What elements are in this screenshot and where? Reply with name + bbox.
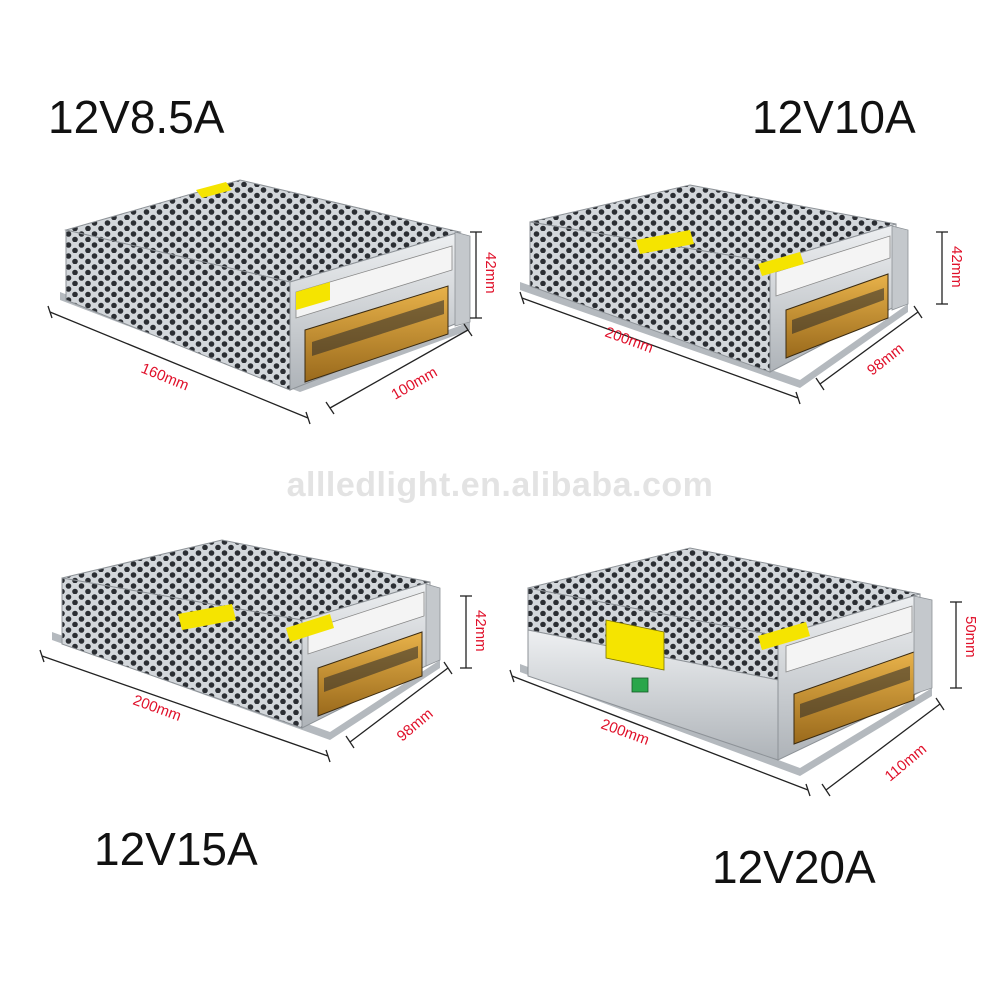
power-supply-unit-4 [520,547,933,776]
dimension-lines-unit-4 [509,601,962,797]
model-title-12v20a: 12V20A [712,841,876,893]
length-label-unit-1: 160mm [139,360,192,395]
width-label-unit-3: 98mm [394,705,437,745]
dimension-lines-unit-1 [47,231,482,425]
height-label-unit-3: 42mm [472,610,489,652]
width-label-unit-2: 98mm [864,340,907,379]
height-label-unit-1: 42mm [482,252,499,294]
power-supply-unit-3 [52,539,441,740]
watermark-text: allledlight.en.alibaba.com [286,466,714,504]
model-title-12v15a: 12V15A [94,823,258,875]
width-label-unit-1: 100mm [389,364,441,404]
model-title-12v10a: 12V10A [752,91,916,143]
length-label-unit-4: 200mm [599,716,652,749]
power-supply-unit-1 [60,179,471,392]
height-label-unit-4: 50mm [962,616,979,658]
width-label-unit-4: 110mm [882,741,930,785]
power-supply-unit-2 [520,184,909,388]
model-title-12v8-5a: 12V8.5A [48,91,225,143]
dimension-lines-unit-2 [519,231,948,405]
dimension-lines-unit-3 [39,595,472,763]
height-label-unit-2: 42mm [948,246,965,288]
